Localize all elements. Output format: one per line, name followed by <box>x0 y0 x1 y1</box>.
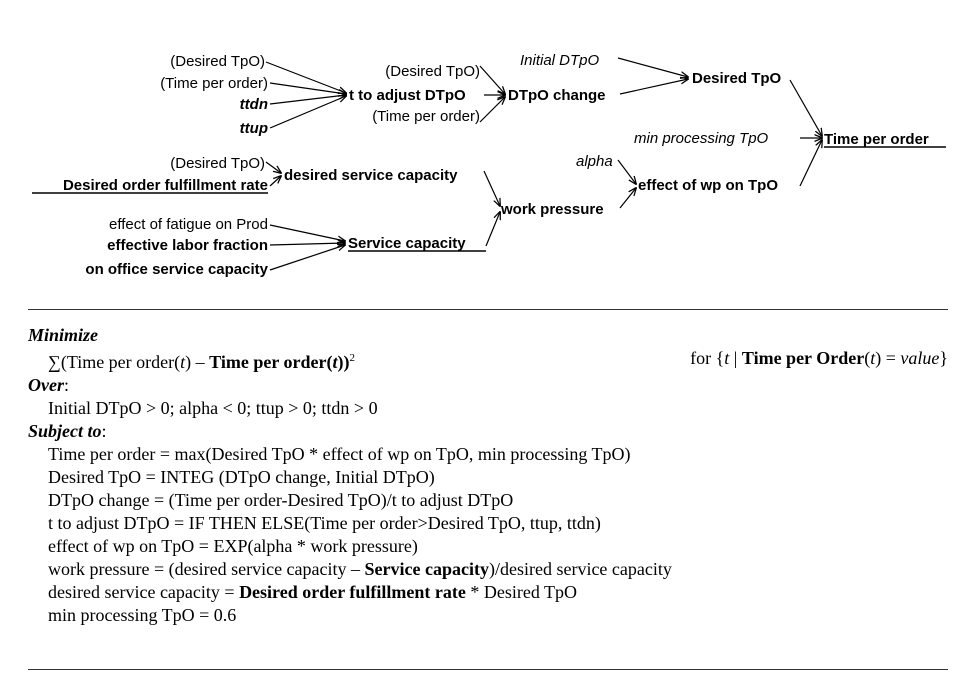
node-dtpo-change: DTpO change <box>508 87 606 104</box>
node-initial-dtpo: Initial DTpO <box>520 52 600 69</box>
divider-top <box>28 309 948 310</box>
link-desired-tpo-to-time-per-order <box>789 79 822 136</box>
link-fulfillment-rate-to-desired-service-capacity <box>269 176 281 187</box>
equation-work-pressure: work pressure = (desired service capacit… <box>48 559 672 579</box>
link-desired-tpo-to-dtpo-change <box>479 65 505 94</box>
equation-min-processing: min processing TpO = 0.6 <box>48 605 237 625</box>
objective-expression: ∑(Time per order(t) – Time per order(t))… <box>48 352 355 372</box>
node-ttup: ttup <box>240 120 268 137</box>
link-desired-service-capacity-to-work-pressure <box>483 170 500 206</box>
causal-loop-diagram: (Desired TpO) (Time per order) ttdn ttup… <box>32 52 946 278</box>
node-alpha: alpha <box>576 153 613 170</box>
link-office-capacity-to-service-capacity <box>269 245 345 271</box>
link-desired-tpo-to-desired-service-capacity <box>265 161 281 173</box>
node-effect-of-wp-on-tpo: effect of wp on TpO <box>638 177 778 194</box>
equation-time-per-order: Time per order = max(Desired TpO * effec… <box>48 444 631 464</box>
node-time-per-order-shadow: (Time per order) <box>160 75 268 92</box>
node-time-per-order-shadow-2: (Time per order) <box>372 108 480 125</box>
link-desired-tpo-to-t-adjust <box>265 61 346 93</box>
node-desired-tpo: Desired TpO <box>692 70 782 87</box>
node-min-processing-tpo: min processing TpO <box>634 130 769 147</box>
node-desired-order-fulfillment-rate: Desired order fulfillment rate <box>63 177 268 194</box>
link-labor-fraction-to-service-capacity <box>269 243 345 245</box>
link-effect-wp-to-time-per-order <box>799 140 822 187</box>
link-dtpo-change-to-desired-tpo <box>619 79 688 95</box>
minimize-heading: Minimize <box>28 325 99 345</box>
link-initial-dtpo-to-desired-tpo <box>617 57 688 77</box>
equation-desired-tpo: Desired TpO = INTEG (DTpO change, Initia… <box>48 467 435 487</box>
node-effective-labor-fraction: effective labor fraction <box>107 237 268 254</box>
node-time-per-order: Time per order <box>824 131 929 148</box>
node-on-office-service-capacity: on office service capacity <box>85 261 268 278</box>
node-t-to-adjust-dtpo: t to adjust DTpO <box>349 87 466 104</box>
link-time-per-order-to-dtpo-change <box>479 97 505 123</box>
optimization-formulation: Minimize ∑(Time per order(t) – Time per … <box>28 324 948 627</box>
link-service-capacity-to-work-pressure <box>485 212 500 247</box>
link-work-pressure-to-effect-wp <box>619 188 636 209</box>
equation-dtpo-change: DTpO change = (Time per order-Desired Tp… <box>48 490 514 510</box>
objective-row: ∑(Time per order(t) – Time per order(t))… <box>28 347 948 374</box>
objective-condition: for {t | Time per Order(t) = value} <box>690 348 948 368</box>
node-effect-of-fatigue: effect of fatigue on Prod <box>109 216 268 233</box>
equation-effect-of-wp: effect of wp on TpO = EXP(alpha * work p… <box>48 536 418 556</box>
node-ttdn: ttdn <box>240 96 268 113</box>
over-heading: Over: <box>28 375 69 395</box>
link-fatigue-to-service-capacity <box>269 224 345 241</box>
equation-desired-service-capacity: desired service capacity = Desired order… <box>48 582 577 602</box>
equation-t-to-adjust: t to adjust DTpO = IF THEN ELSE(Time per… <box>48 513 601 533</box>
node-desired-service-capacity: desired service capacity <box>284 167 458 184</box>
node-work-pressure: work pressure <box>500 201 604 218</box>
link-alpha-to-effect-wp <box>617 159 636 184</box>
node-desired-tpo-shadow: (Desired TpO) <box>170 53 265 70</box>
node-service-capacity: Service capacity <box>348 235 466 252</box>
divider-bottom <box>28 669 948 670</box>
link-ttdn-to-t-adjust <box>269 95 346 105</box>
subject-to-heading: Subject to: <box>28 421 107 441</box>
link-ttup-to-t-adjust <box>269 96 346 129</box>
node-desired-tpo-shadow-3: (Desired TpO) <box>170 155 265 172</box>
link-time-per-order-to-t-adjust <box>269 82 346 94</box>
over-constraints: Initial DTpO > 0; alpha < 0; ttup > 0; t… <box>48 398 378 418</box>
node-desired-tpo-shadow-2: (Desired TpO) <box>385 63 480 80</box>
